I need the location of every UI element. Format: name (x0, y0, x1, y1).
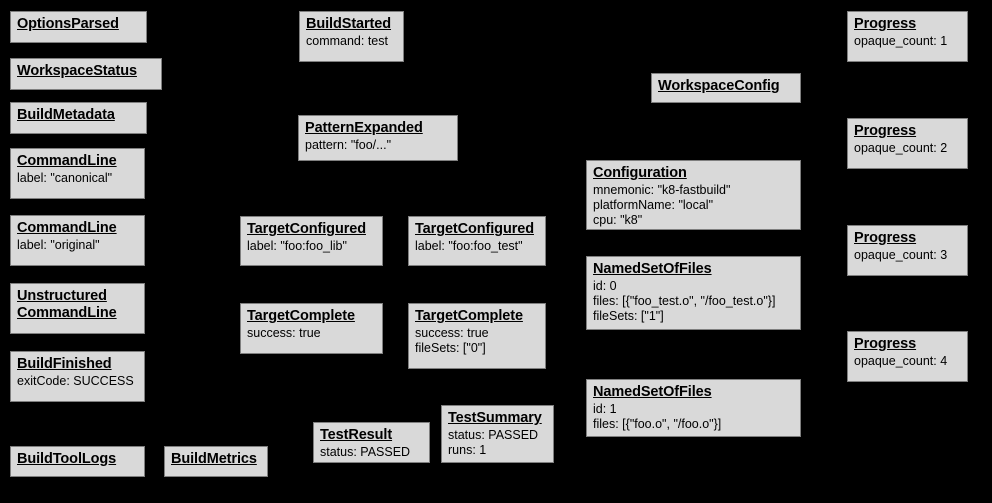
event-node-title: TargetComplete (415, 308, 523, 324)
event-node-field: id: 0 (593, 279, 617, 293)
event-node-build-metrics[interactable]: BuildMetrics (164, 446, 268, 477)
event-node-progress-1[interactable]: Progress opaque_count: 1 (847, 11, 968, 62)
event-node-options-parsed[interactable]: OptionsParsed (10, 11, 147, 43)
event-node-field: files: [{"foo_test.o", "/foo_test.o"}] (593, 294, 776, 308)
event-node-title: TargetComplete (247, 308, 355, 324)
event-node-progress-2[interactable]: Progress opaque_count: 2 (847, 118, 968, 169)
event-node-title: BuildFinished (17, 356, 112, 372)
event-node-field: command: test (306, 34, 388, 48)
event-node-field: id: 1 (593, 402, 617, 416)
event-node-title: WorkspaceStatus (17, 63, 137, 79)
event-node-title: CommandLine (17, 220, 117, 236)
event-node-field: runs: 1 (448, 443, 487, 457)
event-node-field: label: "original" (17, 238, 100, 252)
event-node-title: Configuration (593, 165, 687, 181)
event-node-build-metadata[interactable]: BuildMetadata (10, 102, 147, 134)
event-node-command-line-canonical[interactable]: CommandLine label: "canonical" (10, 148, 145, 199)
event-node-workspace-config[interactable]: WorkspaceConfig (651, 73, 801, 103)
event-node-title: TestResult (320, 427, 393, 443)
event-node-pattern-expanded[interactable]: PatternExpanded pattern: "foo/..." (298, 115, 458, 161)
event-node-title: NamedSetOfFiles (593, 384, 712, 400)
event-node-title: NamedSetOfFiles (593, 261, 712, 277)
event-node-fields: label: "foo:foo_test" (415, 239, 539, 254)
event-node-fields: opaque_count: 2 (854, 141, 961, 156)
event-node-target-configured-foo-lib[interactable]: TargetConfigured label: "foo:foo_lib" (240, 216, 383, 266)
event-node-target-complete-lib[interactable]: TargetComplete success: true (240, 303, 383, 354)
event-node-title: TargetConfigured (247, 221, 366, 237)
event-node-title: Unstructured CommandLine (17, 288, 117, 321)
event-node-field: status: PASSED (320, 445, 411, 459)
event-node-field: fileSets: ["1"] (593, 309, 664, 323)
event-node-field: exitCode: SUCCESS (17, 374, 134, 388)
event-node-fields: command: test (306, 34, 397, 49)
event-node-field: fileSets: ["0"] (415, 341, 486, 355)
event-node-field: success: true (247, 326, 321, 340)
event-node-field: pattern: "foo/..." (305, 138, 392, 152)
event-node-field: opaque_count: 2 (854, 141, 948, 155)
event-node-field: label: "foo:foo_lib" (247, 239, 347, 253)
event-node-title: TargetConfigured (415, 221, 534, 237)
event-node-workspace-status[interactable]: WorkspaceStatus (10, 58, 162, 90)
event-node-title: BuildStarted (306, 16, 392, 32)
event-node-title: PatternExpanded (305, 120, 423, 136)
event-node-field: opaque_count: 1 (854, 34, 948, 48)
event-node-progress-4[interactable]: Progress opaque_count: 4 (847, 331, 968, 382)
event-node-title: OptionsParsed (17, 16, 119, 32)
event-node-configuration[interactable]: Configuration mnemonic: "k8-fastbuild"pla… (586, 160, 801, 230)
event-node-fields: label: "canonical" (17, 171, 138, 186)
event-node-title: Progress (854, 230, 917, 246)
event-node-field: cpu: "k8" (593, 213, 643, 227)
event-node-field: opaque_count: 4 (854, 354, 948, 368)
event-node-title: WorkspaceConfig (658, 78, 780, 94)
event-node-build-started[interactable]: BuildStarted command: test (299, 11, 404, 62)
event-node-command-line-original[interactable]: CommandLine label: "original" (10, 215, 145, 266)
event-node-fields: opaque_count: 4 (854, 354, 961, 369)
event-node-title: CommandLine (17, 153, 117, 169)
event-node-title: BuildMetrics (171, 451, 257, 467)
event-node-progress-3[interactable]: Progress opaque_count: 3 (847, 225, 968, 276)
event-node-fields: label: "original" (17, 238, 138, 253)
event-node-fields: label: "foo:foo_lib" (247, 239, 376, 254)
event-node-fields: opaque_count: 1 (854, 34, 961, 49)
event-node-title: BuildToolLogs (17, 451, 117, 467)
event-node-fields: exitCode: SUCCESS (17, 374, 138, 389)
event-node-field: label: "canonical" (17, 171, 113, 185)
event-node-test-result[interactable]: TestResult status: PASSED (313, 422, 430, 463)
event-node-field: platformName: "local" (593, 198, 714, 212)
event-node-fields: success: true (247, 326, 376, 341)
event-node-unstructured-command-line[interactable]: Unstructured CommandLine (10, 283, 145, 334)
event-node-fields: pattern: "foo/..." (305, 138, 451, 153)
event-node-field: mnemonic: "k8-fastbuild" (593, 183, 731, 197)
event-node-title: BuildMetadata (17, 107, 115, 123)
event-node-title: Progress (854, 16, 917, 32)
event-node-field: files: [{"foo.o", "/foo.o"}] (593, 417, 722, 431)
event-node-target-configured-foo-test[interactable]: TargetConfigured label: "foo:foo_test" (408, 216, 546, 266)
event-node-fields: opaque_count: 3 (854, 248, 961, 263)
event-node-title: TestSummary (448, 410, 542, 426)
event-node-fields: status: PASSED (320, 445, 423, 460)
event-node-field: success: true (415, 326, 489, 340)
event-node-field: opaque_count: 3 (854, 248, 948, 262)
event-node-title: Progress (854, 123, 917, 139)
event-node-field: label: "foo:foo_test" (415, 239, 523, 253)
event-node-build-tool-logs[interactable]: BuildToolLogs (10, 446, 145, 477)
event-node-build-finished[interactable]: BuildFinished exitCode: SUCCESS (10, 351, 145, 402)
event-node-field: status: PASSED (448, 428, 539, 442)
event-node-title: Progress (854, 336, 917, 352)
event-node-fields: mnemonic: "k8-fastbuild"platformName: "l… (593, 183, 794, 228)
